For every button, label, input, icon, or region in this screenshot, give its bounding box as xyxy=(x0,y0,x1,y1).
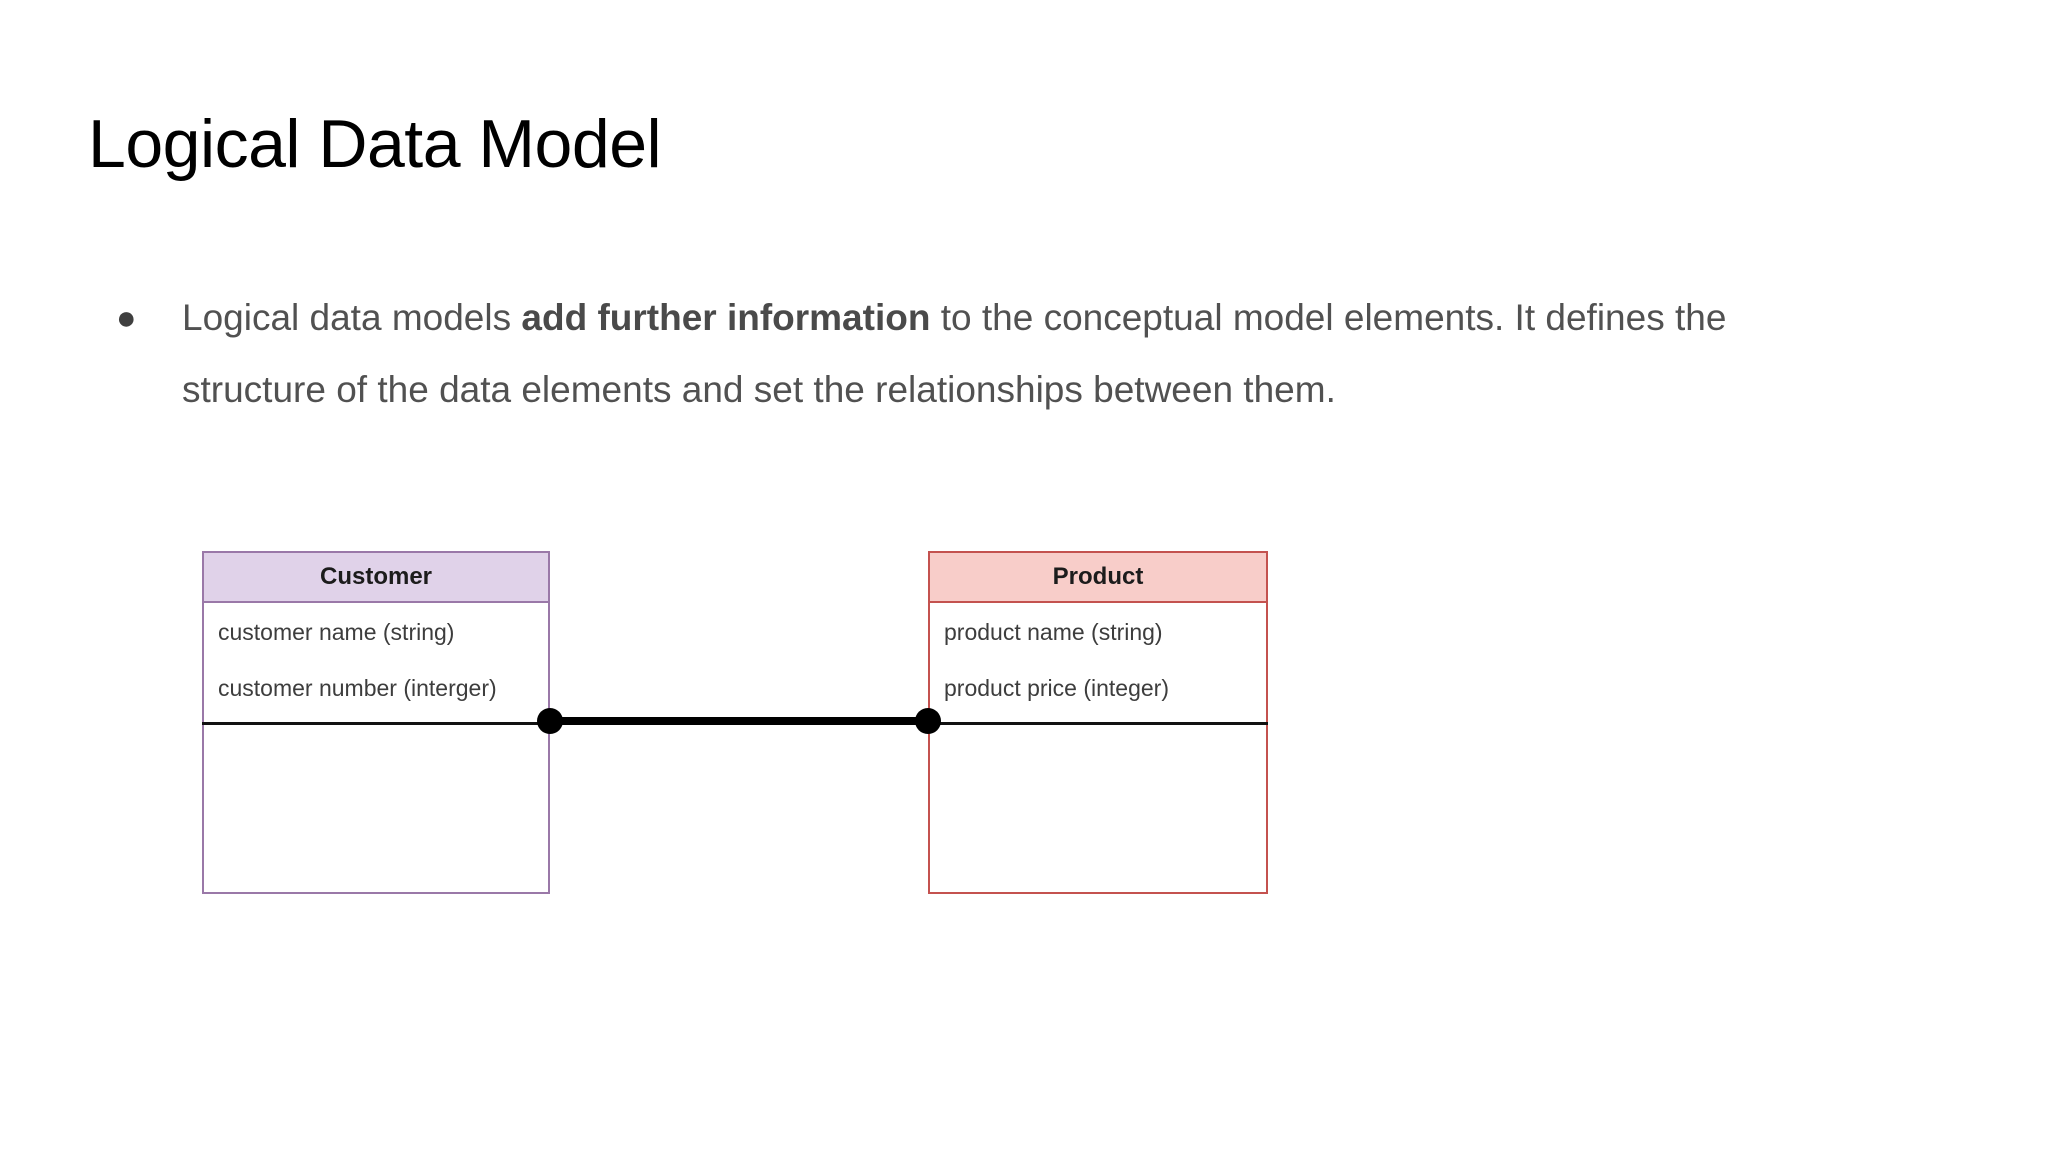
bullet-segment-plain-2: to the conceptual model elements. It def… xyxy=(182,297,1727,410)
entity-title-customer: Customer xyxy=(204,553,548,603)
relationship-line xyxy=(550,717,928,725)
bullet-text: Logical data models add further informat… xyxy=(182,282,1822,426)
list-item: ● Logical data models add further inform… xyxy=(110,282,1860,426)
entity-attribute: customer number (interger) xyxy=(218,675,497,701)
entity-attribute-list-product: product name (string) product price (int… xyxy=(930,603,1266,703)
bullet-segment-plain-1: Logical data models xyxy=(182,297,522,338)
entity-box-product: Product product name (string) product pr… xyxy=(928,551,1268,894)
entity-title-product: Product xyxy=(930,553,1266,603)
relationship-line-extension xyxy=(202,722,1268,725)
entity-attribute: product name (string) xyxy=(944,619,1163,645)
relationship-endpoint-circle-icon xyxy=(537,708,563,734)
relationship-endpoint-circle-icon xyxy=(915,708,941,734)
bullet-list: ● Logical data models add further inform… xyxy=(110,282,1860,426)
entity-attribute: customer name (string) xyxy=(218,619,455,645)
bullet-segment-bold: add further information xyxy=(521,297,931,338)
page-title: Logical Data Model xyxy=(88,106,662,182)
entity-box-customer: Customer customer name (string) customer… xyxy=(202,551,550,894)
entity-attribute: product price (integer) xyxy=(944,675,1169,701)
entity-attribute-list-customer: customer name (string) customer number (… xyxy=(204,603,548,703)
bullet-point-icon: ● xyxy=(116,299,137,337)
